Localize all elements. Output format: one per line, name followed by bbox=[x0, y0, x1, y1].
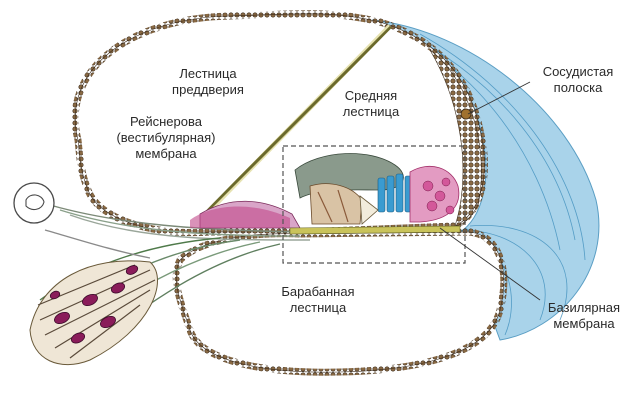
stria-vessel bbox=[461, 109, 471, 119]
label-reissner-membrane: Рейснерова (вестибулярная) мембрана bbox=[102, 114, 230, 162]
spiral-ganglion bbox=[30, 261, 158, 365]
label-stria-vascularis: Сосудистая полоска bbox=[528, 64, 628, 96]
label-basilar-membrane: Базилярная мембрана bbox=[538, 300, 630, 332]
ganglion-circle-icon bbox=[14, 183, 54, 223]
label-scala-tympani: Барабанная лестница bbox=[268, 284, 368, 316]
label-scala-vestibuli: Лестница преддверия bbox=[166, 66, 250, 98]
label-scala-media: Средняя лестница bbox=[336, 88, 406, 120]
